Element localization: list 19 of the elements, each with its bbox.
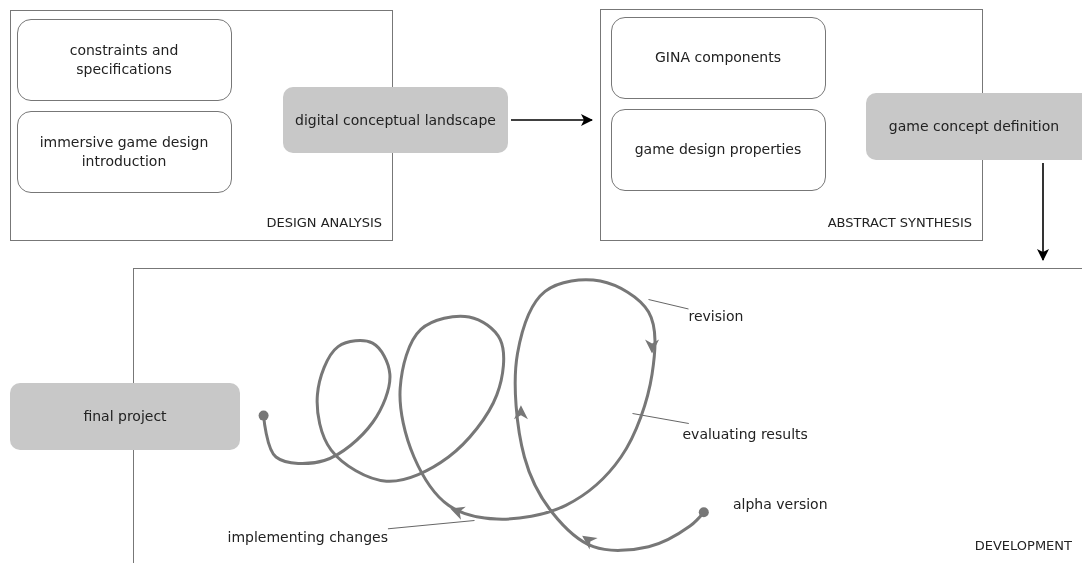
process-box: GINA components: [610, 16, 826, 99]
leader-line: [387, 520, 475, 530]
process-box: game design properties: [610, 108, 826, 191]
annotation-text: alpha version: [733, 496, 828, 512]
section-heading: DEVELOPMENT: [974, 538, 1072, 553]
annotation-text: revision: [688, 305, 744, 326]
process-box: constraints and specifications: [16, 18, 232, 101]
section-heading: DESIGN ANALYSIS: [266, 215, 382, 230]
stage-box: final project: [10, 383, 240, 450]
arrow: [1037, 162, 1049, 261]
leader-line: [648, 299, 689, 310]
annotation-text: evaluating results: [682, 423, 808, 444]
process-box: immersive game design introduction: [16, 110, 232, 193]
leader-line: [632, 413, 690, 424]
arrow: [510, 114, 593, 126]
stage-box: digital conceptual landscape: [283, 87, 508, 153]
stage-box: game concept definition: [866, 93, 1082, 160]
section-heading: ABSTRACT SYNTHESIS: [827, 215, 972, 230]
annotation-text: implementing changes: [227, 526, 388, 547]
